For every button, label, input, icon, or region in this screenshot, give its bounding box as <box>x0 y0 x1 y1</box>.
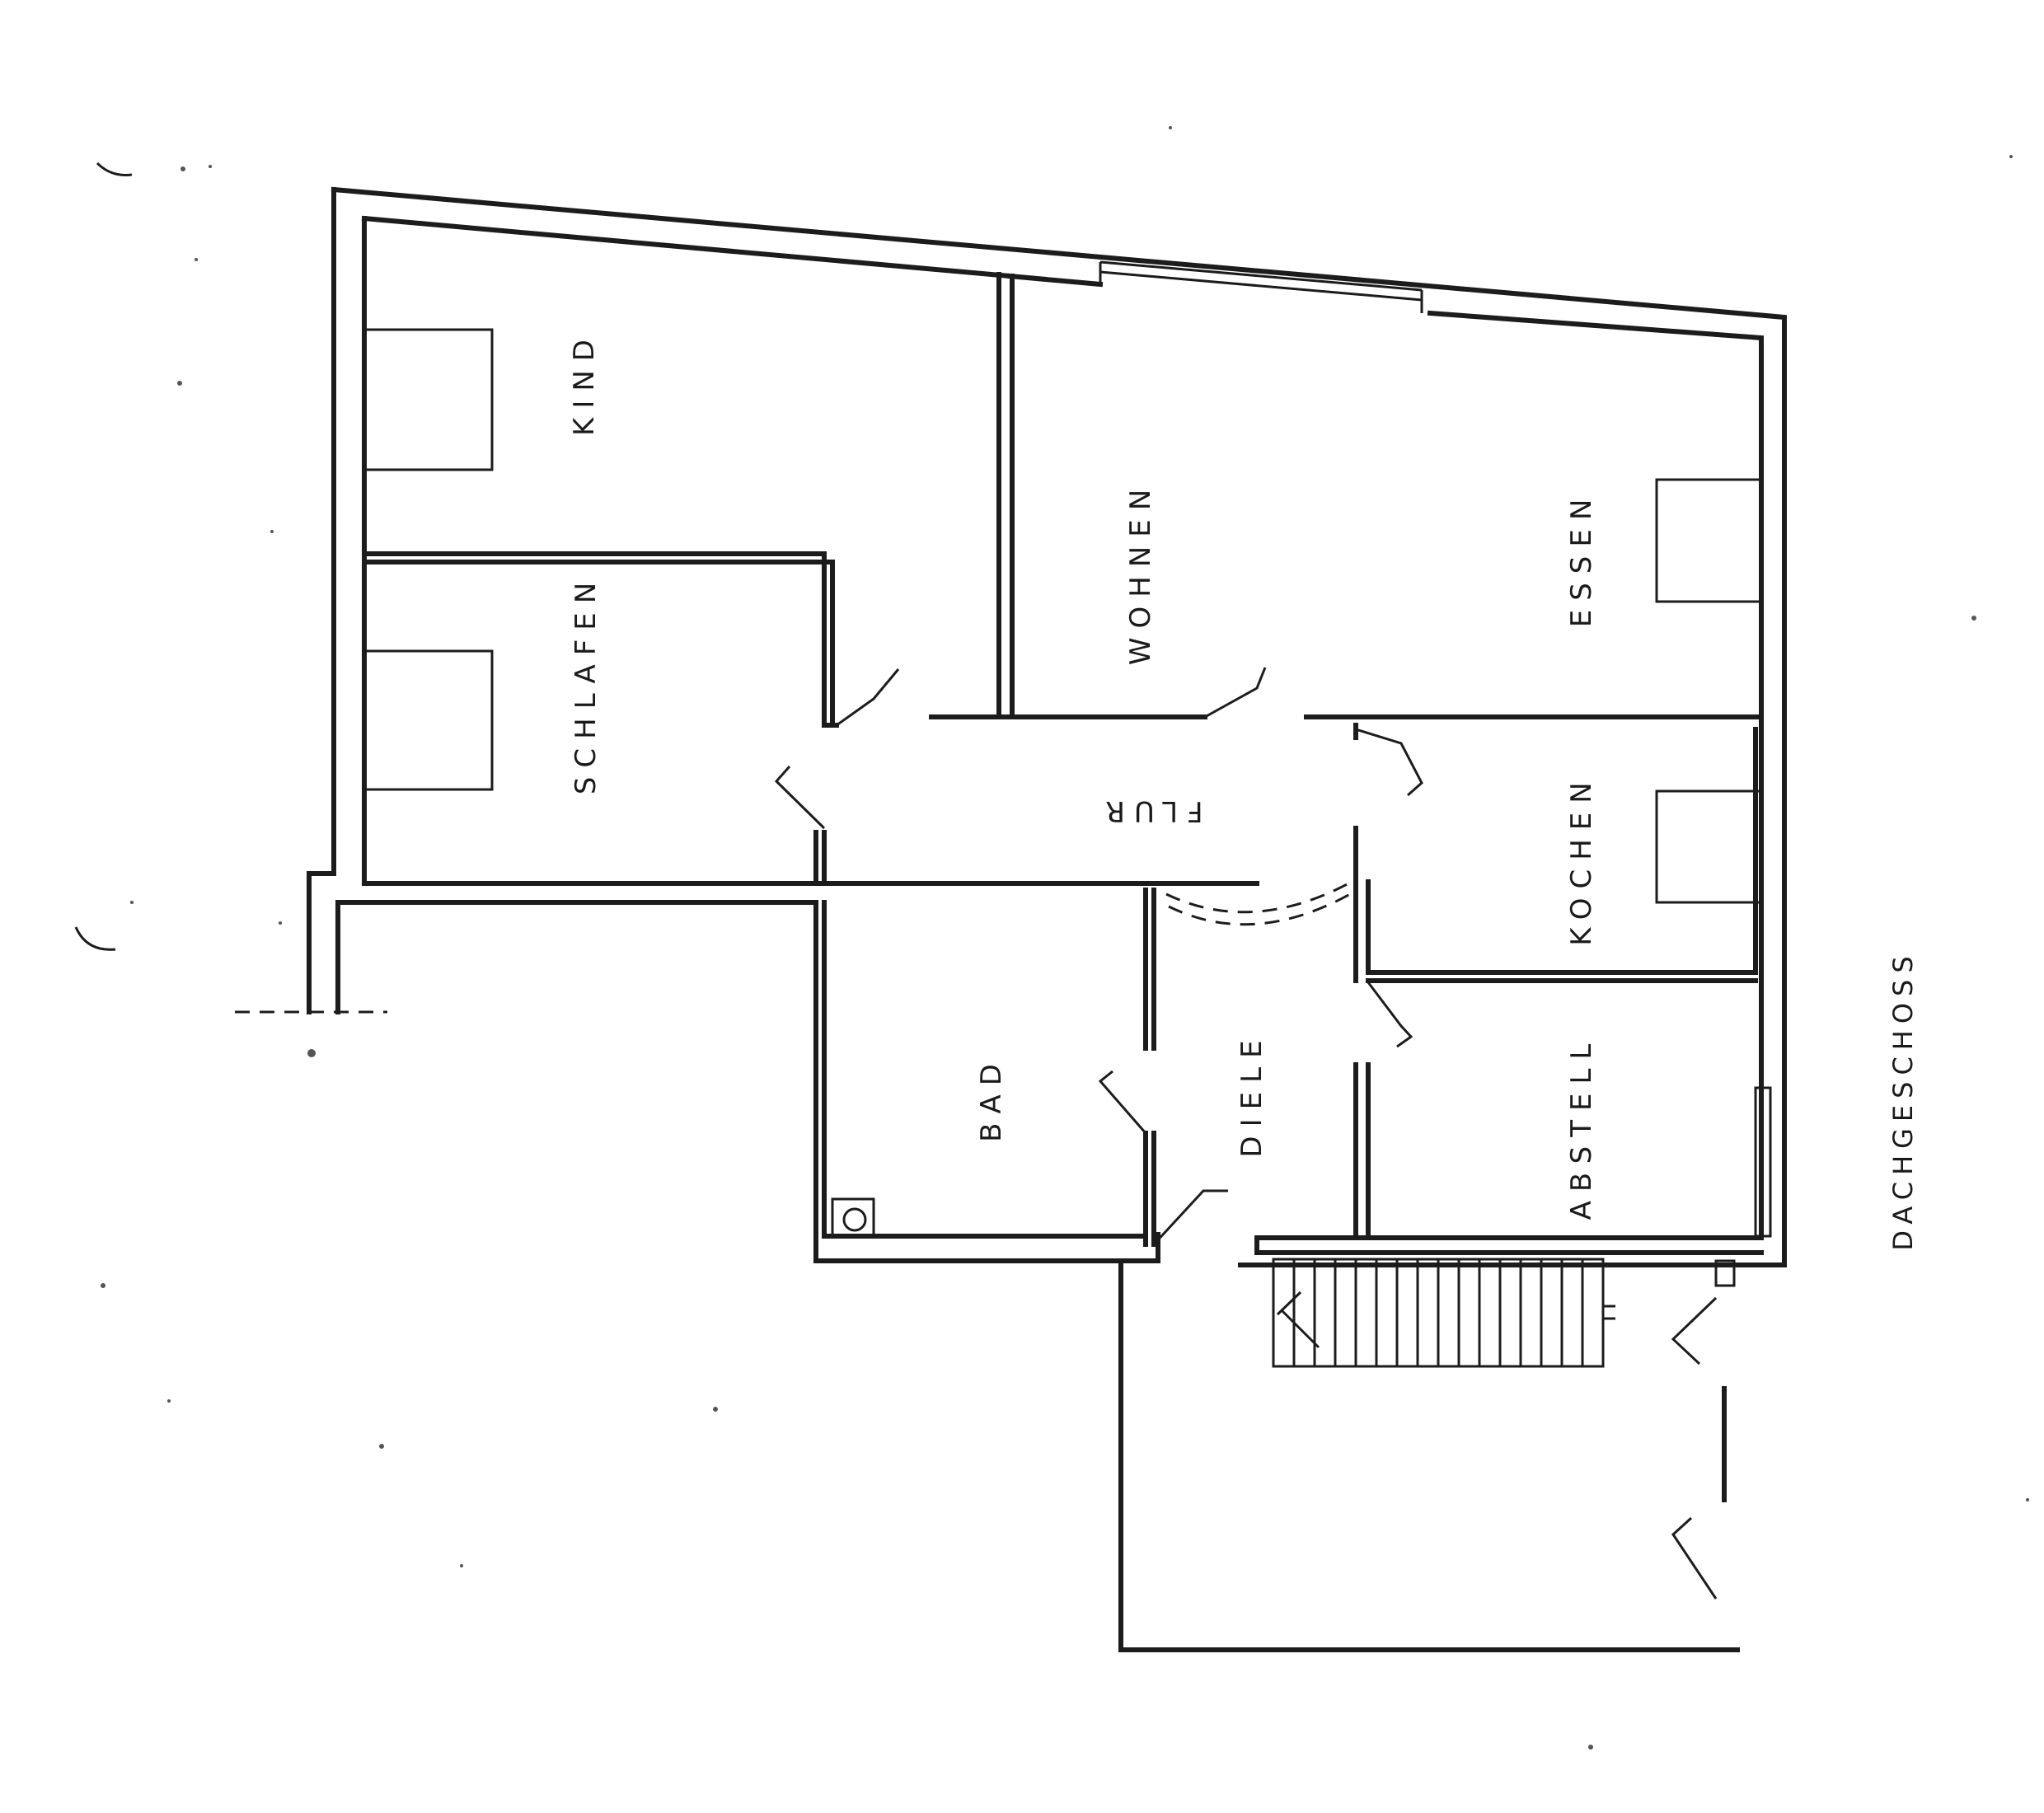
room-label-wohnen: WOHNEN <box>1124 480 1157 665</box>
window-kind <box>363 328 494 471</box>
room-label-bad: BAD <box>975 1055 1008 1142</box>
outer-walls <box>307 186 1787 1267</box>
window-essen <box>1655 478 1763 603</box>
window <box>1099 260 1423 313</box>
scan-noise <box>74 126 2029 1750</box>
shower-fixture <box>831 1197 875 1238</box>
window-schlafen <box>363 649 494 791</box>
room-label-schlafen: SCHLAFEN <box>570 574 602 794</box>
doors <box>774 667 1727 1600</box>
staircase <box>1272 1258 1615 1368</box>
room-label-kind: KIND <box>568 330 601 436</box>
room-label-kochen: KOCHEN <box>1565 773 1598 945</box>
room-label-flur: FLUR <box>1096 794 1202 827</box>
interior-walls <box>362 272 1772 1287</box>
room-label-abstell: ABSTELL <box>1565 1035 1598 1220</box>
fixtures <box>363 328 1763 1238</box>
room-label-diele: DIELE <box>1235 1031 1268 1157</box>
floor-label: DACHGESCHOSS <box>1887 949 1919 1250</box>
window-kochen <box>1655 789 1763 904</box>
lower-outline <box>1118 1258 1740 1652</box>
room-label-essen: ESSEN <box>1565 490 1598 628</box>
drain-icon <box>842 1207 867 1232</box>
